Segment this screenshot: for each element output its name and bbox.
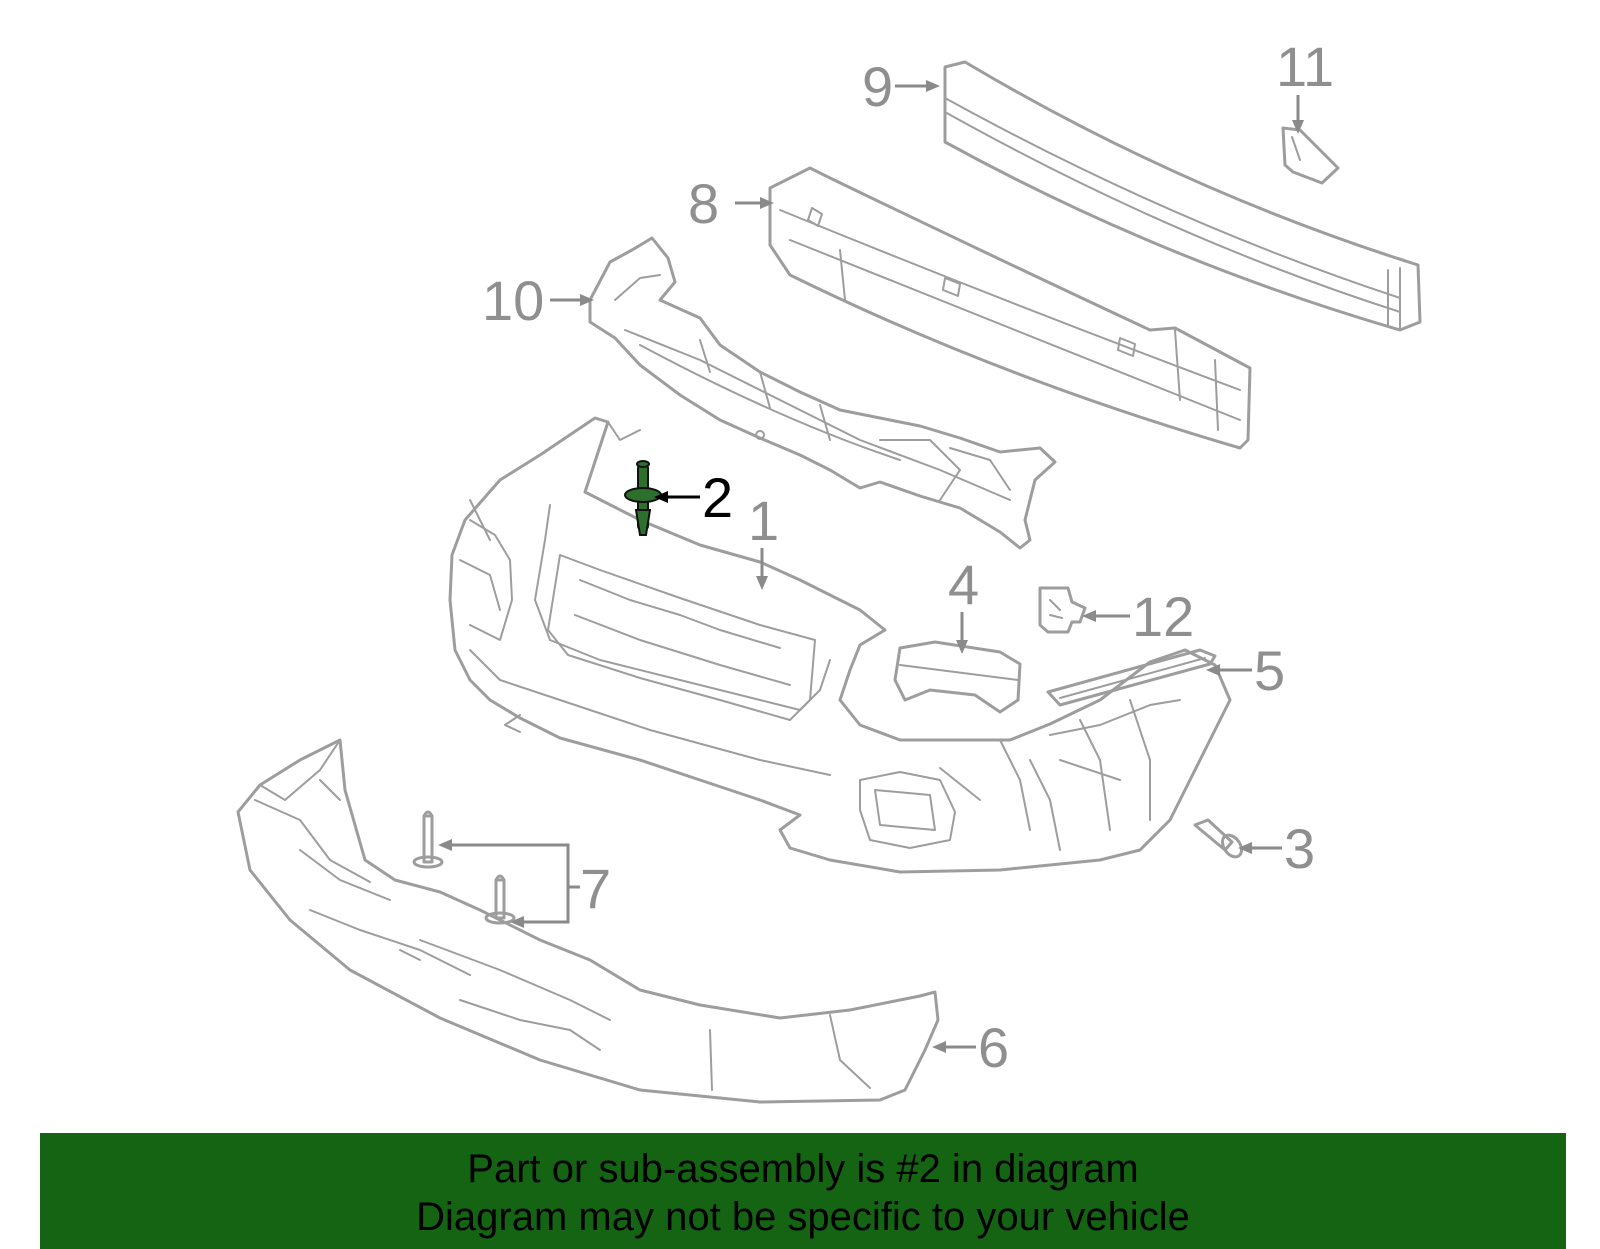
part-8-energy-absorber: [768, 166, 1252, 450]
part-10-carrier: [588, 236, 1057, 550]
part-7-push-pins: [412, 810, 516, 925]
callout-5: 5: [1254, 639, 1285, 702]
callout-1: 1: [748, 489, 779, 552]
callout-4: 4: [948, 553, 979, 616]
callout-2: 2: [702, 466, 733, 529]
part-4-insert: [893, 640, 1022, 714]
part-1-bumper-cover: [448, 416, 1232, 874]
callout-9: 9: [862, 55, 893, 118]
part-9-reinforcement-beam: [943, 60, 1422, 332]
info-banner: Part or sub-assembly is #2 in diagram Di…: [40, 1133, 1566, 1249]
banner-line-1: Part or sub-assembly is #2 in diagram: [467, 1147, 1139, 1191]
leader-arrows: [438, 80, 1304, 1053]
callout-11: 11: [1276, 35, 1334, 98]
callout-7: 7: [580, 857, 611, 920]
part-3-screw: [1193, 818, 1244, 859]
part-2-clip: [624, 460, 662, 536]
part-11-bracket: [1281, 126, 1340, 185]
callout-8: 8: [688, 172, 719, 235]
part-5-retainer: [1046, 648, 1217, 707]
part-6-lower-valance: [236, 738, 940, 1104]
callout-3: 3: [1284, 817, 1315, 880]
callout-10: 10: [482, 269, 544, 332]
part-12-bracket: [1038, 586, 1087, 634]
banner-line-2: Diagram may not be specific to your vehi…: [416, 1195, 1190, 1239]
callout-6: 6: [978, 1016, 1009, 1079]
callout-12: 12: [1132, 585, 1194, 648]
